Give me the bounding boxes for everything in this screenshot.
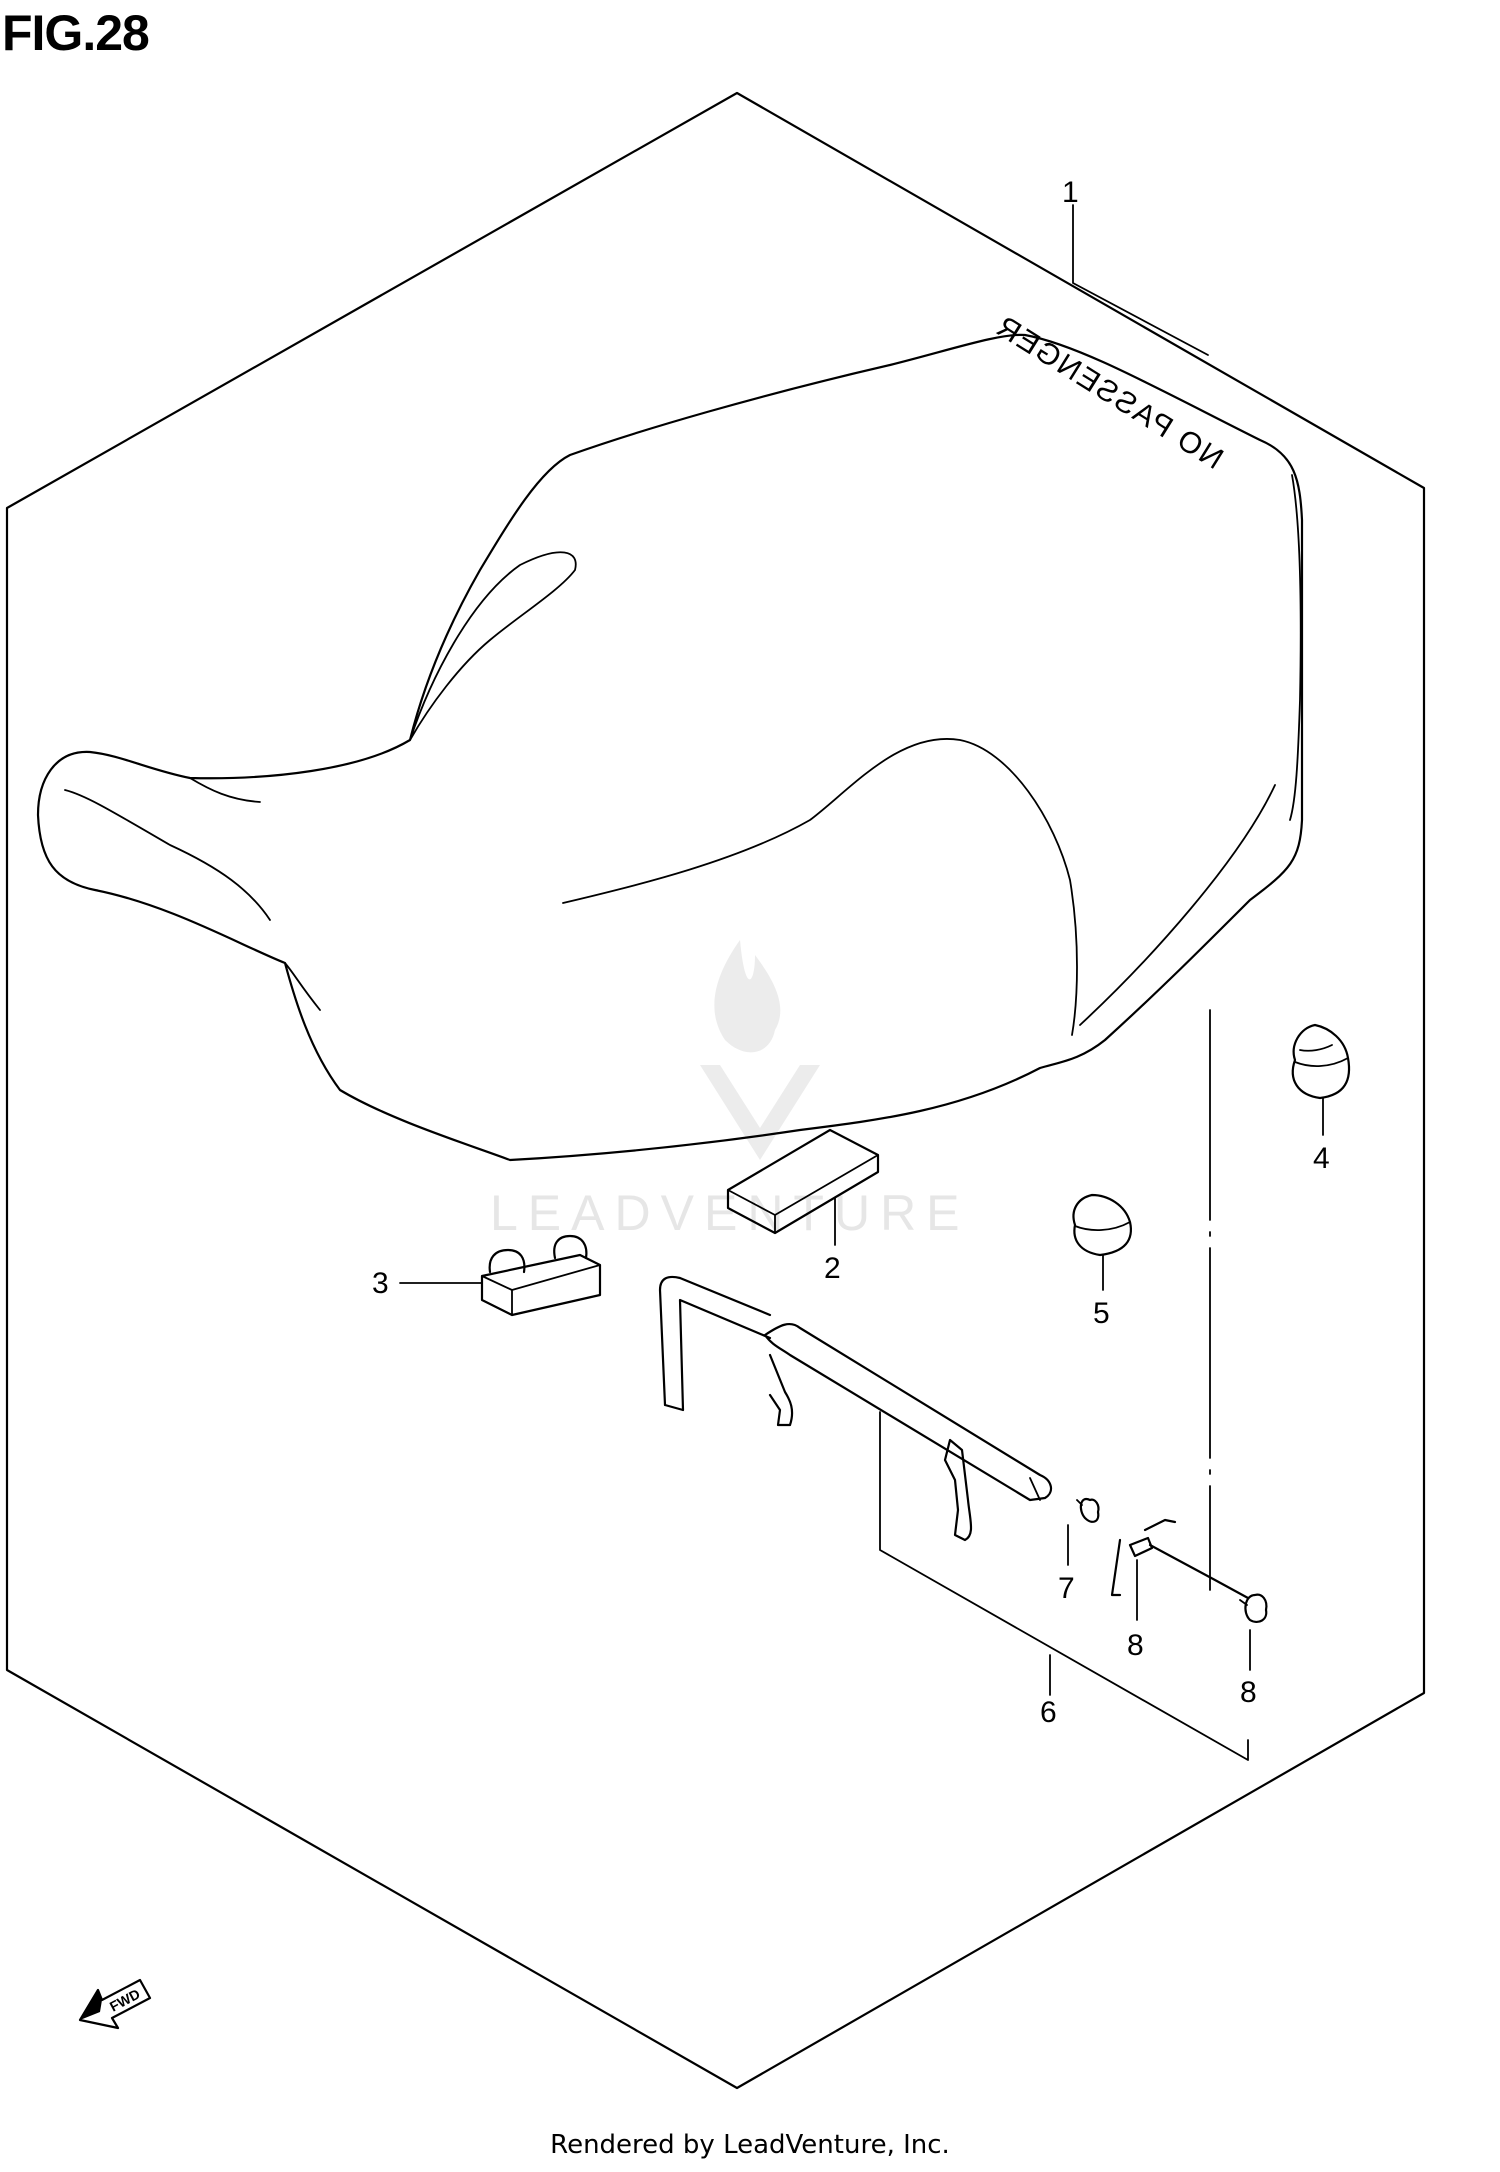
part-5-nut — [1072, 1193, 1132, 1257]
callout-5: 5 — [1093, 1297, 1110, 1330]
callout-1: 1 — [1062, 176, 1079, 209]
fwd-arrow: FWD — [78, 1978, 152, 2030]
callout-4: 4 — [1313, 1142, 1330, 1175]
part-6-lock-lever — [658, 1275, 1053, 1542]
callout-6-bracket — [879, 1411, 1249, 1761]
part-3-bracket — [480, 1234, 602, 1317]
callout-3: 3 — [372, 1267, 389, 1300]
seat-assembly: NO PASSENGER — [36, 309, 1304, 1162]
footer-credit: Rendered by LeadVenture, Inc. — [550, 2130, 950, 2160]
callout-1-leader — [1072, 204, 1209, 356]
callout-2: 2 — [824, 1252, 841, 1285]
callout-8a: 7 — [1058, 1572, 1075, 1605]
leadventure-watermark: LEADVENTURE — [490, 940, 970, 1241]
part-8-clip-a — [1076, 1497, 1100, 1523]
figure-title: FIG.28 — [2, 5, 150, 61]
callout-8b: 8 — [1240, 1676, 1257, 1709]
diagram-border-hexagon — [5, 91, 1426, 2090]
callout-7: 8 — [1127, 1629, 1144, 1662]
part-4-cushion — [1291, 1023, 1351, 1100]
seat-no-passenger-text: NO PASSENGER — [989, 309, 1229, 476]
watermark-text: LEADVENTURE — [490, 1185, 970, 1241]
callout-6: 6 — [1040, 1696, 1057, 1729]
part-8-clip-b — [1239, 1593, 1268, 1624]
part-7-rod — [1110, 1518, 1250, 1600]
part-2-pad — [726, 1128, 880, 1235]
